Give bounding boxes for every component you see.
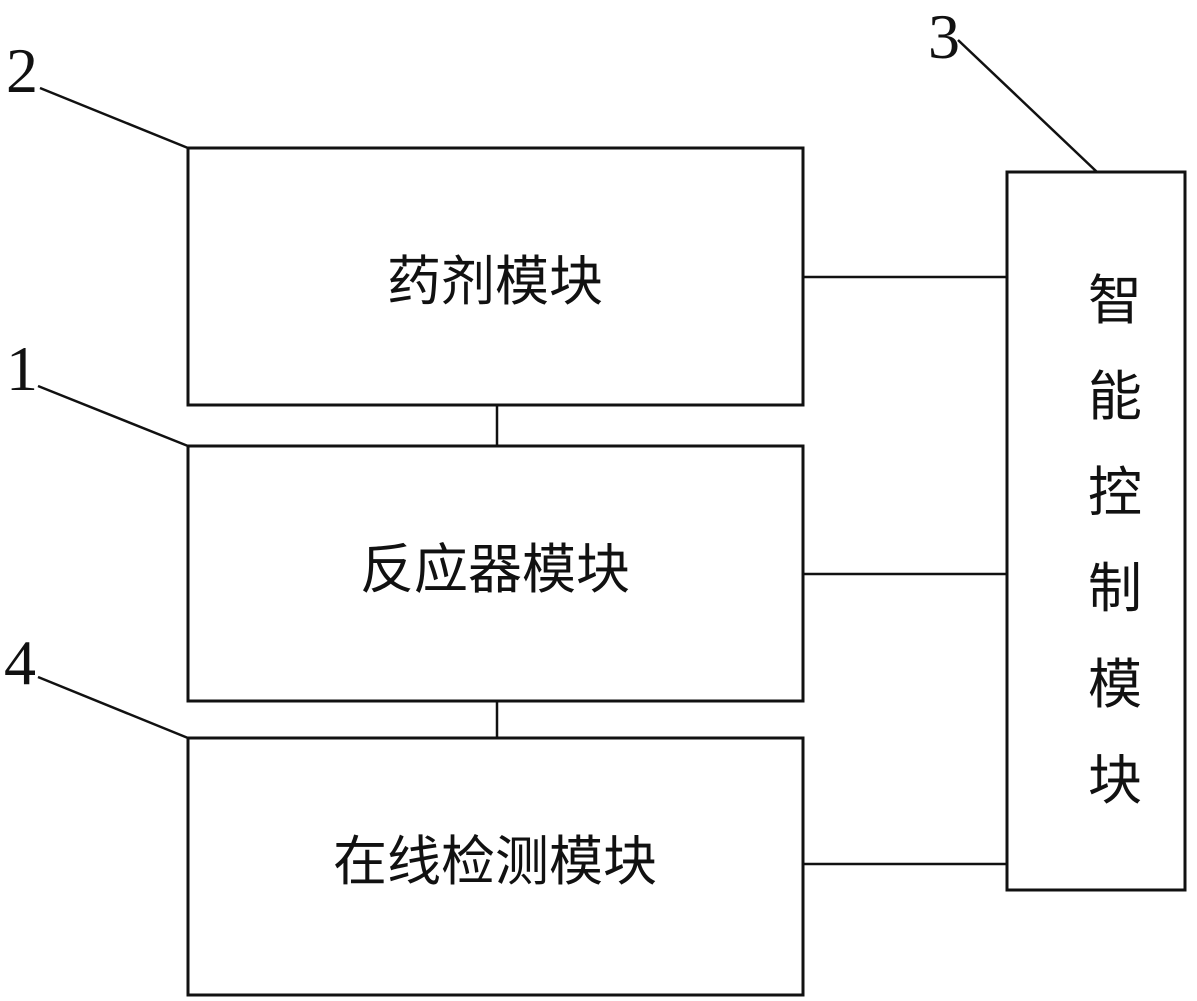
- online-detection-module: 在线检测模块: [186, 736, 805, 997]
- reactor-module-label: 反应器模块: [360, 538, 630, 601]
- ref-number-4: 4: [4, 627, 36, 698]
- ref-number-1: 1: [6, 333, 38, 404]
- reagent-module: 药剂模块: [186, 146, 805, 407]
- leader-line-2: [39, 86, 189, 150]
- leader-line-4: [37, 675, 189, 740]
- online-detection-module-label: 在线检测模块: [333, 830, 657, 893]
- online-detection-module-box: [186, 736, 805, 997]
- ref-number-3: 3: [928, 1, 960, 72]
- intelligent-control-module-box: [1005, 170, 1187, 892]
- intelligent-control-label-char: 能: [1088, 365, 1142, 428]
- reagent-module-box: [186, 146, 805, 407]
- intelligent-control-label-char: 控: [1088, 461, 1142, 524]
- reagent-module-label: 药剂模块: [387, 250, 603, 313]
- intelligent-control-label-char: 制: [1088, 557, 1142, 620]
- reactor-module-box: [186, 444, 805, 703]
- leader-line-3: [957, 39, 1098, 173]
- reactor-module: 反应器模块: [186, 444, 805, 703]
- leader-line-1: [37, 384, 189, 448]
- intelligent-control-label-char: 模: [1088, 653, 1142, 716]
- ref-number-2: 2: [6, 35, 38, 106]
- intelligent-control-label-char: 块: [1088, 749, 1142, 812]
- intelligent-control-label-char: 智: [1088, 269, 1142, 332]
